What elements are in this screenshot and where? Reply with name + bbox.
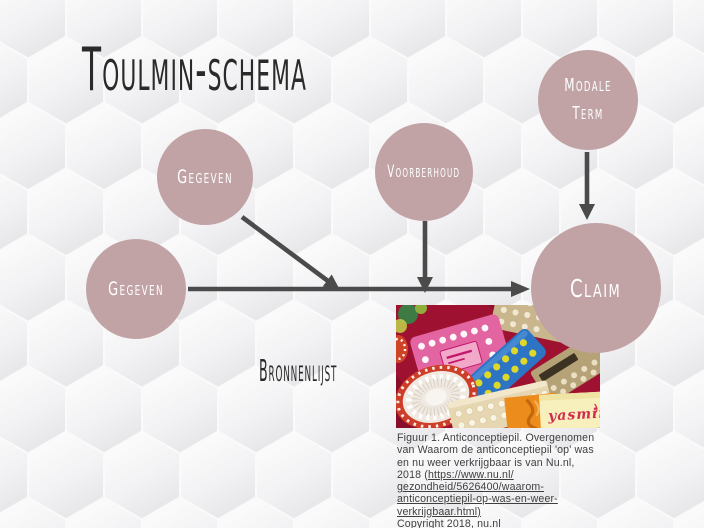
node-label: Modale Term xyxy=(564,75,612,124)
yasmin-box: yasmin xyxy=(539,391,600,428)
source-link[interactable]: verkrijgbaar.html) xyxy=(397,505,481,518)
arrow-voorberhoud-to-line xyxy=(417,221,433,293)
node-label: Claim xyxy=(570,273,622,303)
node-label: Gegeven xyxy=(108,278,164,300)
node-label: Gegeven xyxy=(177,166,233,188)
caption-line: en nu weer verkrijgbaar is van Nu.nl, xyxy=(397,456,575,469)
node-voorberhoud[interactable]: Voorberhoud xyxy=(375,123,473,221)
caption-line: gezondheid/5626400/waarom- xyxy=(397,481,649,493)
node-claim[interactable]: Claim xyxy=(531,223,661,353)
caption-line: van Waarom de anticonceptiepil 'op' was xyxy=(397,444,594,457)
caption-text: 2018 ( xyxy=(397,468,428,481)
caption-line: 2018 (https://www.nu.nl/ xyxy=(397,469,649,481)
source-link[interactable]: https://www.nu.nl/ xyxy=(427,468,514,481)
yasmin-label: yasmin xyxy=(547,405,600,424)
anticonceptiepil-image[interactable]: yasmin xyxy=(396,305,600,428)
tan-pack-right xyxy=(530,320,600,404)
caption-line: Copyright 2018, nu.nl xyxy=(397,518,501,528)
node-modale-term[interactable]: Modale Term xyxy=(538,50,638,150)
node-gegeven-top[interactable]: Gegeven xyxy=(157,129,253,225)
caption-line: anticonceptiepil-op-was-en-weer- xyxy=(397,493,649,505)
caption-line: verkrijgbaar.html) xyxy=(397,506,649,518)
figure-caption: Figuur 1. Anticonceptiepil. Overgenomen … xyxy=(397,432,649,528)
bronnenlijst-heading: Bronnenlijst xyxy=(259,354,338,389)
caption-line: Figuur 1. Anticonceptiepil. Overgenomen xyxy=(397,432,595,444)
page-title: Toulmin-schema xyxy=(82,35,307,105)
node-gegeven-left[interactable]: Gegeven xyxy=(86,239,186,339)
arrow-gegeven-left-to-claim xyxy=(188,281,530,297)
red-round-pack xyxy=(396,335,408,363)
source-link[interactable]: gezondheid/5626400/waarom- xyxy=(397,481,545,494)
green-pack xyxy=(396,305,427,333)
node-label: Voorberhoud xyxy=(387,162,461,182)
arrow-modale-term-to-claim xyxy=(579,152,595,220)
arrow-gegeven-top-to-line xyxy=(240,215,340,290)
source-link[interactable]: anticonceptiepil-op-was-en-weer- xyxy=(397,493,558,506)
